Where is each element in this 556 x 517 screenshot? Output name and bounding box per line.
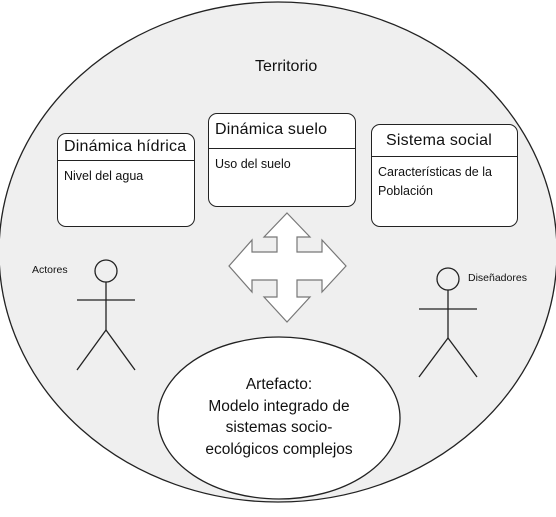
box-dinamica-suelo: Dinámica suelo Uso del suelo xyxy=(208,113,356,207)
box-dinamica-hidrica-header: Dinámica hídrica xyxy=(58,134,194,161)
artifact-line4: ecológicos complejos xyxy=(205,440,353,458)
box-sistema-social: Sistema social Características de la Pob… xyxy=(371,124,518,227)
box-sistema-social-body-line1: Características de la xyxy=(378,165,492,179)
label-disenadores: Diseñadores xyxy=(468,272,527,284)
artifact-text: Artefacto: Modelo integrado de sistemas … xyxy=(170,374,388,460)
box-dinamica-suelo-header: Dinámica suelo xyxy=(209,114,355,149)
box-sistema-social-header: Sistema social xyxy=(372,125,517,157)
box-sistema-social-body-line2: Población xyxy=(378,184,433,198)
artifact-line3: sistemas socio- xyxy=(225,419,333,436)
label-actores: Actores xyxy=(32,264,68,276)
box-dinamica-hidrica: Dinámica hídrica Nivel del agua xyxy=(57,133,195,227)
box-dinamica-suelo-body: Uso del suelo xyxy=(215,157,291,171)
stick-figure-actores xyxy=(76,259,136,371)
artifact-ellipse xyxy=(157,336,401,500)
stick-figure-disenadores xyxy=(418,267,478,378)
territory-title: Territorio xyxy=(255,58,318,75)
box-sistema-social-body: Características de la Población xyxy=(372,157,517,207)
box-dinamica-hidrica-body: Nivel del agua xyxy=(64,169,144,183)
four-way-arrow xyxy=(228,212,347,323)
artifact-line1: Artefacto: xyxy=(245,376,313,393)
artifact-line2: Modelo integrado de xyxy=(208,397,350,415)
